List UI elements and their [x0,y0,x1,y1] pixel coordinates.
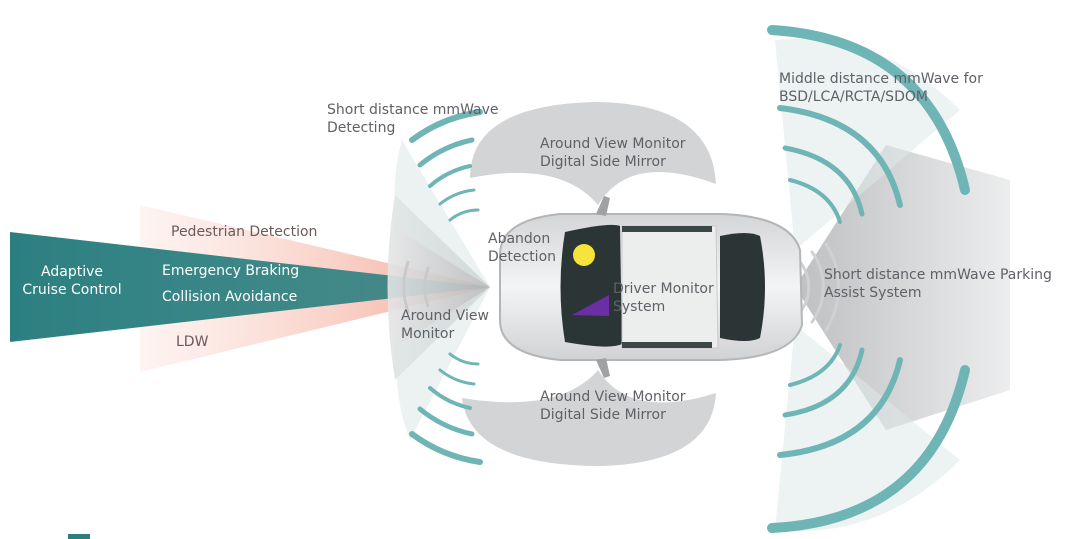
legend-swatch [68,534,90,539]
label-ldw: LDW [176,333,208,351]
label-short-distance-detecting: Short distance mmWave Detecting [327,101,499,137]
label-around-view-top: Around View Monitor Digital Side Mirror [540,135,686,171]
label-short-distance-parking: Short distance mmWave Parking Assist Sys… [824,266,1052,302]
label-abandon-detection: Abandon Detection [488,230,556,266]
label-around-view-bottom: Around View Monitor Digital Side Mirror [540,388,686,424]
side-window-top [622,226,712,232]
label-middle-distance: Middle distance mmWave for BSD/LCA/RCTA/… [779,70,983,106]
rear-window [720,233,765,341]
occupant-detection-dot [573,244,595,266]
label-collision-avoidance: Collision Avoidance [162,288,297,306]
side-window-bottom [622,342,712,348]
label-emergency-braking: Emergency Braking [162,262,299,280]
label-driver-monitor: Driver Monitor System [613,280,714,316]
label-around-view-monitor: Around View Monitor [401,307,489,343]
label-pedestrian-detection: Pedestrian Detection [171,223,317,241]
label-adaptive-cruise: Adaptive Cruise Control [18,263,126,299]
